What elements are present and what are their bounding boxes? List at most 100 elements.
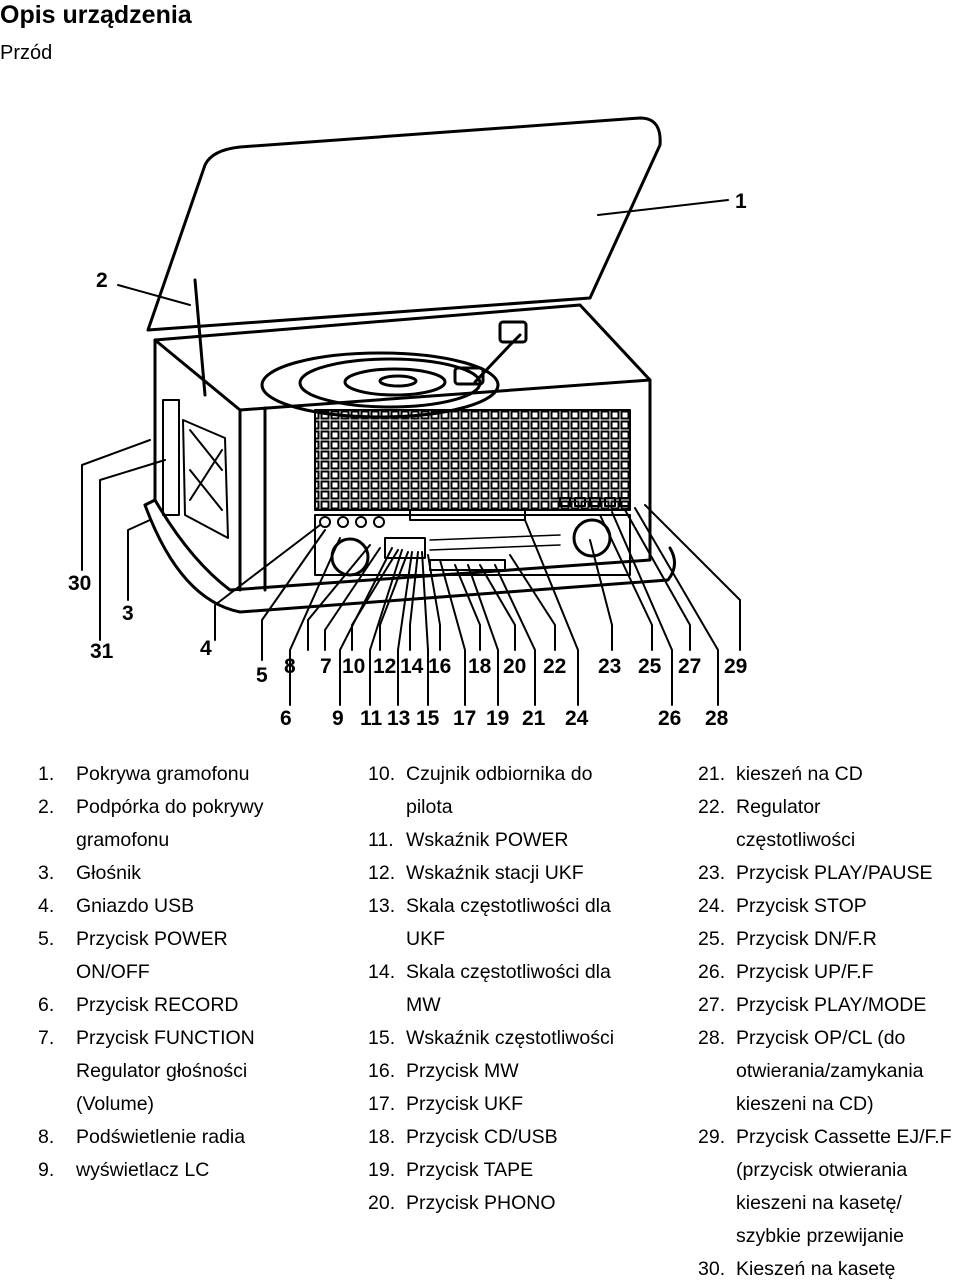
- legend-item-text: gramofonu: [76, 829, 170, 851]
- callout-number: 17: [453, 707, 476, 730]
- legend-item-text: Przycisk PLAY/MODE: [736, 994, 927, 1016]
- legend-item: 24. Przycisk STOP: [698, 890, 960, 923]
- legend-item: 8. Podświetlenie radia: [38, 1121, 338, 1154]
- cabinet-base: [143, 503, 676, 614]
- legend-item-number: 30.: [698, 1258, 726, 1280]
- callout-number: 8: [284, 655, 296, 678]
- legend-item-text: kieszeni na CD): [736, 1093, 874, 1115]
- legend-item: 21. kieszeń na CD: [698, 758, 960, 791]
- callout-number: 11: [360, 707, 383, 730]
- side-grille: [182, 419, 229, 539]
- legend-item-number: 14.: [368, 961, 396, 983]
- legend-item: 20.Przycisk PHONO: [368, 1187, 688, 1220]
- legend-item-text: szybkie przewijanie: [736, 1225, 904, 1247]
- legend-item-text: Przycisk PLAY/PAUSE: [736, 862, 933, 884]
- callout-number: 18: [468, 655, 492, 678]
- legend-item-text: Przycisk FUNCTION: [76, 1027, 255, 1049]
- legend-item-text: Przycisk TAPE: [406, 1159, 534, 1181]
- legend-item-number: 23.: [698, 862, 726, 884]
- legend-item-number: 19.: [368, 1159, 396, 1181]
- legend-item-text: Podświetlenie radia: [76, 1126, 246, 1148]
- callout-number: 1: [735, 190, 747, 213]
- legend-item: 27. Przycisk PLAY/MODE: [698, 989, 960, 1022]
- legend-item-number: 3.: [38, 862, 55, 884]
- legend-item-text: kieszeń na CD: [736, 763, 863, 785]
- callout-number: 22: [543, 655, 566, 678]
- legend-item-text: Wskaźnik częstotliwości: [406, 1027, 615, 1049]
- callout-number: 14: [400, 655, 424, 678]
- legend-item: 17.Przycisk UKF: [368, 1088, 688, 1121]
- legend-item-number: 24.: [698, 895, 726, 917]
- legend-item-text: częstotliwości: [736, 829, 856, 851]
- legend-item-number: 4.: [38, 895, 55, 917]
- legend-item: 1.Pokrywa gramofonu: [38, 758, 338, 791]
- legend-item-text: otwierania/zamykania: [736, 1060, 924, 1082]
- legend-item: 18.Przycisk CD/USB: [368, 1121, 688, 1154]
- legend-item-number: 13.: [368, 895, 396, 917]
- callout-number: 28: [705, 707, 729, 730]
- legend-item-number: 10.: [368, 763, 396, 785]
- legend-item-text: Skala częstotliwości dla: [406, 961, 611, 983]
- legend-item-text: Wskaźnik stacji UKF: [406, 862, 584, 884]
- legend-item-number: 1.: [38, 763, 55, 785]
- legend-item: 12. Wskaźnik stacji UKF: [368, 857, 688, 890]
- legend-item-text: Przycisk OP/CL (do: [736, 1027, 906, 1049]
- callout-number: 20: [503, 655, 526, 678]
- legend-item-text: Przycisk UP/F.F: [736, 961, 874, 983]
- legend-item-text: Gniazdo USB: [76, 895, 195, 917]
- legend-item-text: Regulator: [736, 796, 821, 818]
- lid-outline: [146, 116, 662, 332]
- legend-item-text: MW: [406, 994, 441, 1016]
- callout-number: 2: [96, 269, 108, 292]
- legend-item-text: ON/OFF: [76, 961, 150, 983]
- speaker-grille: [314, 409, 631, 511]
- legend-item-text: UKF: [406, 928, 445, 950]
- callout-number: 4: [200, 637, 212, 660]
- callout-number: 15: [416, 707, 440, 730]
- cd-slot: [409, 509, 526, 521]
- cabinet-body: [153, 338, 652, 592]
- legend-item-number: 29.: [698, 1126, 726, 1148]
- legend-item-text: kieszeni na kasetę/: [736, 1192, 902, 1214]
- legend-item-text: Przycisk Cassette EJ/F.F: [736, 1126, 952, 1148]
- legend-item-number: 28.: [698, 1027, 726, 1049]
- cassette-slot: [162, 399, 180, 516]
- callout-number: 3: [122, 602, 134, 625]
- callout-number: 13: [387, 707, 410, 730]
- legend-item-text: Przycisk MW: [406, 1060, 519, 1082]
- legend-item: 6.Przycisk RECORD: [38, 989, 338, 1022]
- legend-item-text: Głośnik: [76, 862, 142, 884]
- callout-number: 6: [280, 707, 292, 730]
- legend-item-text: Przycisk STOP: [736, 895, 867, 917]
- page-subtitle: Przód: [0, 42, 53, 64]
- legend-item-text: Czujnik odbiornika do: [406, 763, 593, 785]
- legend-item-number: 20.: [368, 1192, 396, 1214]
- callout-number: 24: [565, 707, 589, 730]
- legend-item-text: (Volume): [76, 1093, 155, 1115]
- legend-item-number: 16.: [368, 1060, 396, 1082]
- page-title: Opis urządzenia: [0, 1, 192, 29]
- callout-number: 29: [724, 655, 747, 678]
- legend-item-text: Przycisk DN/F.R: [736, 928, 877, 950]
- legend-item-number: 12.: [368, 862, 396, 884]
- legend-item: 23. Przycisk PLAY/PAUSE: [698, 857, 960, 890]
- legend-item-number: 18.: [368, 1126, 396, 1148]
- callout-number: 16: [428, 655, 451, 678]
- legend-item: 30.Kieszeń na kasetę: [698, 1253, 960, 1286]
- legend-item-number: 8.: [38, 1126, 55, 1148]
- callout-number: 19: [486, 707, 509, 730]
- legend-item-number: 27.: [698, 994, 726, 1016]
- legend-item: 29.Przycisk Cassette EJ/F.F(przycisk otw…: [698, 1121, 960, 1253]
- callout-number: 25: [638, 655, 662, 678]
- legend-item-number: 21.: [698, 763, 726, 785]
- tonearm: [473, 333, 522, 384]
